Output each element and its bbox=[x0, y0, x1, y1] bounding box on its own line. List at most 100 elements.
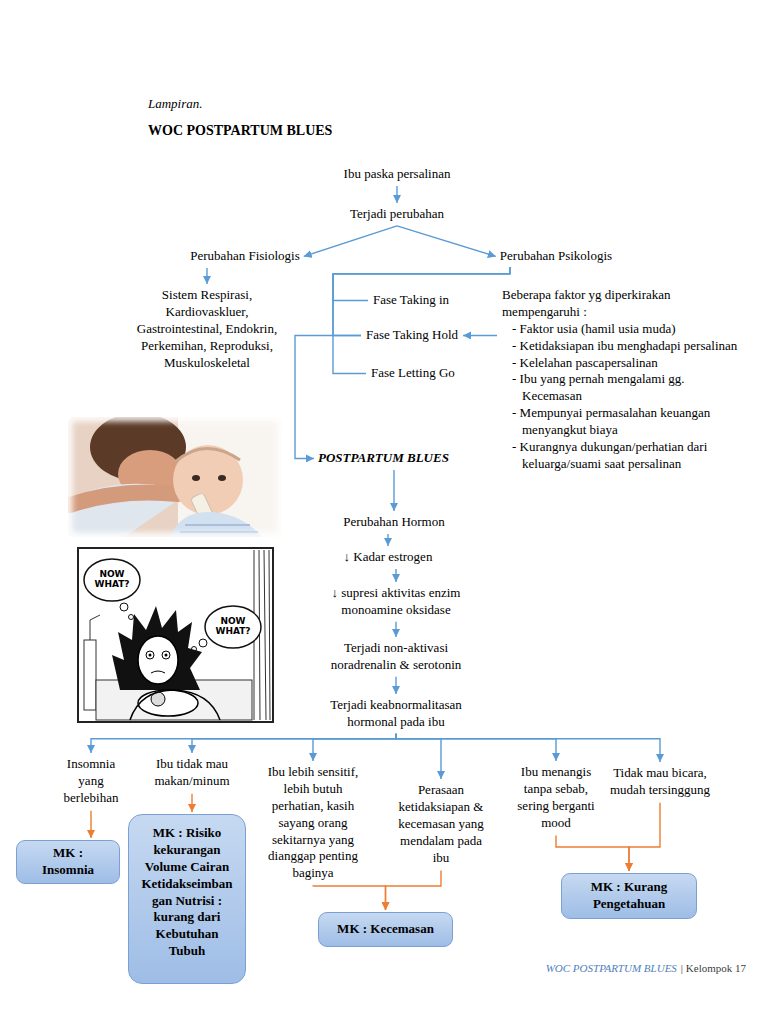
illustration-shape bbox=[162, 651, 170, 659]
node-text: Beberapa faktor yg diperkirakan mempenga… bbox=[502, 287, 747, 321]
flow-arrow bbox=[396, 734, 441, 779]
symptom-text: Ibu tidak mau makan/minum bbox=[146, 756, 238, 790]
node-text: Perubahan Psikologis bbox=[500, 248, 612, 265]
list-item: - Ibu yang pernah mengalami gg. Kecemasa… bbox=[502, 371, 747, 405]
node-text: Fase Letting Go bbox=[371, 365, 455, 382]
node-text: Ibu menangis tanpa sebab, sering bergant… bbox=[507, 764, 605, 832]
list-item: - Kurangnya dukungan/perhatian dari kelu… bbox=[502, 439, 747, 473]
illustration-shape bbox=[90, 615, 100, 640]
illustration-shape bbox=[70, 492, 178, 505]
flow-text: Terjadi non-aktivasi noradrenalin & sero… bbox=[321, 640, 471, 674]
illustration-shape bbox=[205, 606, 261, 648]
flow-arrow bbox=[387, 534, 388, 546]
diagnosis-arrow bbox=[90, 811, 91, 838]
node-text: Ibu lebih sensitif, lebih butuh perhatia… bbox=[257, 764, 369, 882]
node-text: Perubahan Fisiologis bbox=[190, 248, 299, 265]
illustration-shape bbox=[130, 690, 220, 720]
node-text: Sistem Respirasi, Kardiovaskluer, Gastro… bbox=[127, 287, 287, 371]
factor-list: Beberapa faktor yg diperkirakan mempenga… bbox=[502, 287, 747, 473]
illustration-shape bbox=[120, 603, 128, 611]
illustration-shape bbox=[84, 559, 140, 601]
flow-arrow bbox=[396, 186, 397, 203]
flow-arrow bbox=[395, 677, 396, 694]
flow-arrow bbox=[463, 335, 497, 336]
diagnosis-arrow bbox=[313, 886, 386, 910]
flow-text: Terjadi keabnormalitasan hormonal pada i… bbox=[321, 697, 471, 731]
thought-bubble-text: NOW WHAT? bbox=[90, 570, 134, 590]
illustration-shape bbox=[165, 654, 168, 657]
node-text: ↓ Kadar estrogen bbox=[344, 549, 433, 566]
flow-arrow bbox=[295, 335, 361, 458]
flow-arrow bbox=[304, 226, 397, 257]
illustration-shape bbox=[218, 475, 226, 481]
list-item: - Faktor usia (hamil usia muda) bbox=[502, 321, 747, 338]
node-text: Ibu tidak mau makan/minum bbox=[146, 756, 238, 790]
flow-text: Perubahan Fisiologis bbox=[190, 248, 299, 265]
illustration-shape bbox=[149, 654, 152, 657]
node-text: Terjadi perubahan bbox=[350, 206, 444, 223]
flow-arrow bbox=[192, 734, 396, 753]
node-text: Insomnia yang berlebihan bbox=[56, 756, 126, 807]
illustration-shape bbox=[138, 690, 198, 716]
focus-text: POSTPARTUM BLUES bbox=[318, 450, 449, 467]
node-text: ↓ supresi aktivitas enzim monoamine oksi… bbox=[316, 585, 476, 619]
flow-text: ↓ supresi aktivitas enzim monoamine oksi… bbox=[316, 585, 476, 619]
flow-text: Perubahan Psikologis bbox=[500, 248, 612, 265]
node-text: MK : Kecemasan bbox=[327, 921, 444, 938]
node-text: POSTPARTUM BLUES bbox=[318, 450, 449, 467]
symptom-text: Perasaan ketidaksiapan & kecemasan yang … bbox=[391, 782, 491, 866]
node-text: Tidak mau bicara, mudah tersinggung bbox=[610, 765, 710, 799]
flow-arrow bbox=[333, 267, 510, 336]
illustration-shape bbox=[112, 606, 202, 690]
flow-arrow bbox=[393, 470, 394, 511]
phase-text: Fase Taking Hold bbox=[366, 327, 458, 344]
flow-arrow bbox=[397, 226, 496, 257]
flow-arrow bbox=[396, 734, 556, 761]
flow-arrow bbox=[396, 734, 660, 762]
flow-arrow bbox=[395, 622, 396, 637]
list-item: - Ketidaksiapan ibu menghadapi persalina… bbox=[502, 338, 747, 355]
node-text: MK : Insomnia bbox=[33, 845, 103, 879]
node-text: Ibu paska persalinan bbox=[344, 166, 451, 183]
illustration-shape bbox=[129, 615, 134, 620]
diagnosis-box: MK : Kurang Pengetahuan bbox=[561, 873, 697, 919]
flow-arrow bbox=[333, 267, 510, 374]
illustration-shape bbox=[146, 651, 154, 659]
flow-text: Ibu paska persalinan bbox=[344, 166, 451, 183]
symptom-text: Ibu menangis tanpa sebab, sering bergant… bbox=[507, 764, 605, 832]
diagnosis-box: MK : Insomnia bbox=[16, 840, 120, 884]
diagnosis-arrow bbox=[386, 870, 442, 910]
cartoon-mother bbox=[78, 548, 273, 722]
flow-arrow bbox=[313, 734, 396, 761]
appendix-label: Lampiran. bbox=[148, 96, 203, 112]
node-text: MK : Risiko kekurangan Volume Cairan Ket… bbox=[141, 825, 233, 960]
flow-arrow bbox=[91, 734, 396, 753]
symptom-text: Tidak mau bicara, mudah tersinggung bbox=[610, 765, 710, 799]
phase-text: Fase Letting Go bbox=[371, 365, 455, 382]
diagnosis-arrow bbox=[191, 794, 192, 812]
diagram-title: WOC POSTPARTUM BLUES bbox=[148, 123, 332, 139]
flow-arrow bbox=[395, 569, 396, 582]
footer-title: WOC POSTPARTUM BLUES bbox=[546, 962, 677, 974]
illustration-shape bbox=[78, 548, 273, 722]
list-item: - Mempunyai permasalahan keuangan menyan… bbox=[502, 405, 747, 439]
diagnosis-arrow bbox=[556, 836, 629, 871]
node-text: Perasaan ketidaksiapan & kecemasan yang … bbox=[391, 782, 491, 866]
phase-text: Fase Taking in bbox=[373, 292, 449, 309]
symptom-text: Ibu lebih sensitif, lebih butuh perhatia… bbox=[257, 764, 369, 882]
thought-bubble-text: NOW WHAT? bbox=[211, 617, 255, 637]
photo-soft-edge bbox=[68, 417, 282, 537]
illustration-shape bbox=[84, 640, 96, 710]
illustration-shape bbox=[68, 484, 178, 537]
node-text: Fase Taking in bbox=[373, 292, 449, 309]
footer-group: | Kelompok 17 bbox=[681, 962, 746, 974]
diagnosis-arrow bbox=[629, 803, 660, 871]
flow-text: ↓ Kadar estrogen bbox=[344, 549, 433, 566]
illustration-shape bbox=[151, 671, 165, 673]
illustration-shape bbox=[138, 636, 178, 684]
node-text: Perubahan Hormon bbox=[343, 514, 444, 531]
flow-text: Terjadi perubahan bbox=[350, 206, 444, 223]
illustration-shape bbox=[175, 448, 240, 462]
node-text: Terjadi keabnormalitasan hormonal pada i… bbox=[321, 697, 471, 731]
